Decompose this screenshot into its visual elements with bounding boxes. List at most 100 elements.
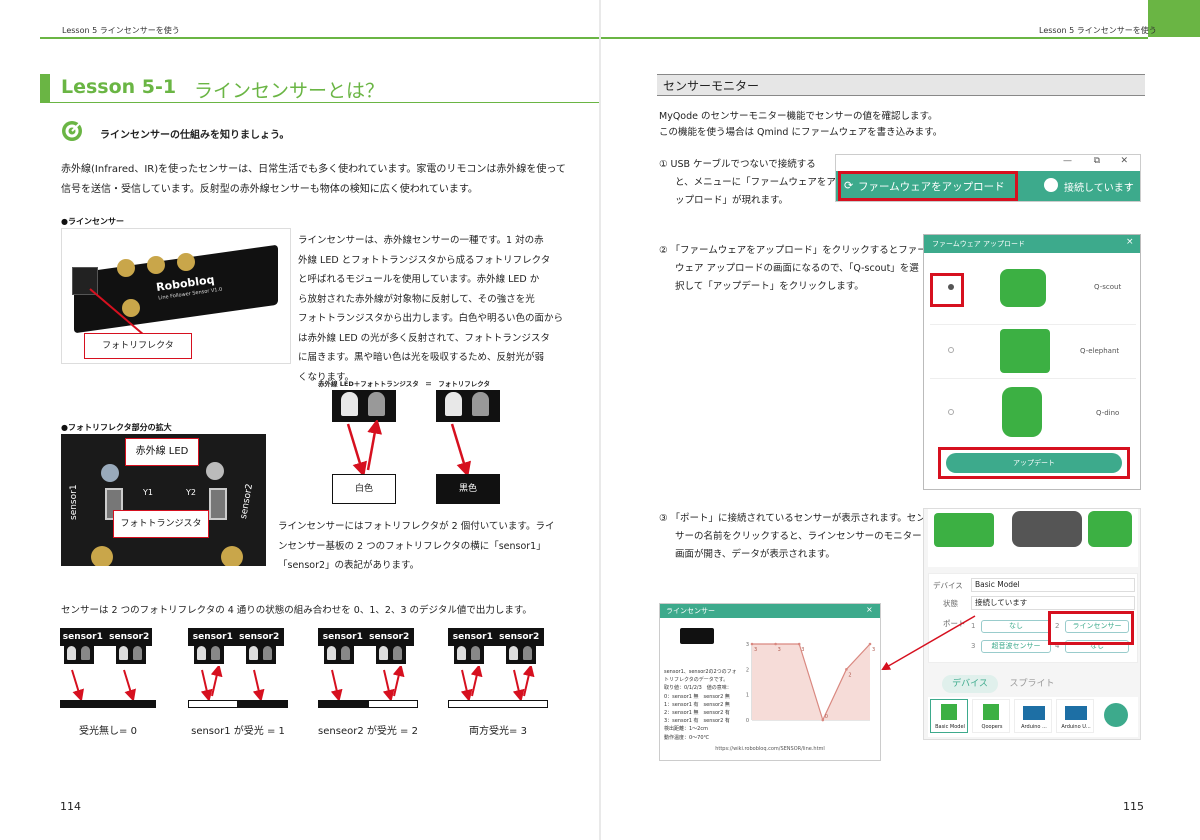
state-label: 状態: [943, 599, 958, 608]
radio[interactable]: [948, 347, 954, 353]
device-card[interactable]: Arduino ...: [1014, 699, 1052, 733]
toolbar: ⟳ ファームウェアをアップロード 接続しています ⌄: [836, 171, 1140, 201]
minimize-icon[interactable]: —: [1063, 156, 1072, 166]
sensor1-label: sensor1: [452, 632, 493, 642]
model-option-q-scout[interactable]: Q-scout: [930, 253, 1136, 325]
desc2-line: ンセンサー基板の 2 つのフォトリフレクタの横に「sensor1」: [278, 540, 546, 552]
phototransistor: [368, 392, 385, 416]
header-rule: [601, 37, 1148, 39]
port-2-line-sensor[interactable]: ラインセンサー: [1065, 620, 1129, 633]
port-1[interactable]: なし: [981, 620, 1051, 633]
state-label: 両方受光= 3: [469, 726, 527, 737]
pad-2: [147, 256, 165, 274]
port-2-number: 2: [1055, 622, 1060, 630]
refresh-icon: ⟳: [844, 179, 854, 192]
step-3-text: ③ 「ポート」に接続されているセンサーが表示されます。セン サーの名前をクリック…: [659, 510, 926, 564]
pad-3: [177, 253, 195, 271]
device-panel: デバイス Basic Model 状態 接続しています ポート 1 なし 2 ラ…: [923, 508, 1141, 740]
state-arrows: [460, 666, 535, 700]
sensor-labels-desc: ラインセンサーにはフォトリフレクタが 2 個付いています。ライ ンセンサー基板の…: [278, 517, 554, 576]
data-label: 0: [825, 714, 828, 720]
highlight-upload: [838, 171, 1018, 201]
states-diagram: sensor1 sensor2 受光無し= 0 sensor1 sensor2 …: [60, 626, 560, 737]
callout-phototransistor: フォトトランジスタ: [113, 510, 209, 538]
state-sensor-labels: sensor1 sensor2: [60, 628, 152, 646]
state-label: 受光無し= 0: [79, 726, 137, 737]
add-device-icon[interactable]: [1104, 703, 1128, 727]
model-name: Q-elephant: [1080, 347, 1120, 355]
step2-line: ② 「ファームウェアをアップロード」をクリックするとファーム: [659, 245, 936, 256]
reflector-2: [116, 644, 146, 664]
reflector-2: [376, 644, 406, 664]
pad-4: [122, 299, 140, 317]
info-line: 0：sensor1 無 sensor2 無: [664, 693, 730, 700]
robot-image-q-dino: [1002, 387, 1042, 437]
device-name: Arduino U...: [1061, 724, 1091, 730]
sensor-thumbnail: [680, 628, 714, 644]
step-1-text: ① USB ケーブルでつないで接続する と、メニューに「ファームウェアをア ップ…: [659, 156, 836, 210]
upload-firmware-button[interactable]: ファームウェアをアップロード: [858, 181, 1005, 193]
black-surface: 黒色: [436, 474, 500, 504]
device-value: Basic Model: [971, 578, 1135, 592]
callout-arrow: [89, 288, 145, 336]
state-sensor-labels: sensor1 sensor2: [448, 628, 544, 646]
step3-line: サーの名前をクリックすると、ラインセンサーのモニター: [675, 531, 922, 542]
radio[interactable]: [948, 409, 954, 415]
page-number: 114: [60, 800, 81, 813]
state-arrows: [200, 666, 265, 700]
y-tick-label: 2: [746, 667, 749, 673]
tab-sprite[interactable]: スプライト: [1009, 679, 1055, 689]
plug-icon: [1044, 178, 1058, 192]
page-number: 115: [1123, 800, 1144, 813]
state-arrows: [71, 669, 136, 700]
page-115: Lesson 5 ラインセンサーを使う センサーモニター MyQode のセンサ…: [601, 0, 1200, 840]
info-line: 検出距離：1～2cm: [664, 726, 708, 733]
intro-line-2: 信号を送信・受信しています。反射型の赤外線センサーも物体の検知に広く使われていま…: [61, 184, 478, 195]
update-button[interactable]: アップデート: [946, 453, 1122, 473]
state-sensor-labels: sensor1 sensor2: [318, 628, 414, 646]
sensor2-label: sensor2: [239, 632, 280, 642]
monitor-close-icon[interactable]: ×: [866, 605, 873, 614]
data-label: 3: [754, 647, 757, 653]
data-label: 3: [778, 647, 781, 653]
zoom-photo: sensor1 sensor2 Y1 Y2 赤外線 LED フォトトランジスタ: [61, 434, 266, 566]
port-4[interactable]: なし: [1065, 640, 1129, 653]
intro-line-1: MyQode のセンサーモニター機能でセンサーの値を確認します。: [659, 111, 938, 122]
y-tick-label: 1: [746, 693, 749, 699]
maximize-icon[interactable]: ⧉: [1093, 156, 1100, 166]
reflector-2: [246, 644, 276, 664]
zoom-sensor2-label: sensor2: [239, 482, 256, 520]
info-line: トリフレクタのデータです。: [664, 677, 729, 684]
data-label: 3: [801, 647, 804, 653]
step2-line: 択して「アップデート」をクリックします。: [675, 281, 864, 292]
surface-black: [60, 700, 156, 708]
section-bar: [657, 74, 1145, 96]
step2-line: ウェア アップロードの画面になるので、「Q-scout」を選: [675, 263, 919, 274]
zoom-y1: Y1: [143, 488, 153, 497]
desc-line: ラインセンサーは、赤外線センサーの一種です。1 対の赤: [298, 235, 544, 246]
monitor-titlebar: ラインセンサー ×: [660, 604, 880, 618]
device-card[interactable]: Basic Model: [930, 699, 968, 733]
device-card[interactable]: Arduino U...: [1056, 699, 1094, 733]
intro-line-2: この機能を使う場合は Qmind にファームウェアを書き込みます。: [659, 127, 943, 138]
device-card[interactable]: Qoopers: [972, 699, 1010, 733]
dialog-close-icon[interactable]: ×: [1126, 237, 1134, 247]
port-3[interactable]: 超音波センサー: [981, 640, 1051, 653]
chevron-down-icon[interactable]: ⌄: [1126, 179, 1134, 189]
desc-line: フォトトランジスタから出力します。白色や明るい色の面から: [298, 313, 564, 324]
close-icon[interactable]: ✕: [1120, 156, 1128, 166]
model-option-q-elephant[interactable]: Q-elephant: [930, 325, 1136, 379]
zoom-y2: Y2: [186, 488, 196, 497]
model-option-q-dino[interactable]: Q-dino: [930, 379, 1136, 441]
tab-device[interactable]: デバイス: [942, 675, 998, 693]
radio-selected[interactable]: [948, 284, 954, 290]
highlight-radio: [930, 273, 964, 307]
connection-status[interactable]: 接続しています: [1064, 183, 1134, 194]
lesson-number: Lesson 5-1: [61, 76, 177, 98]
step3-line: 画面が開き、データが表示されます。: [675, 549, 835, 560]
info-line: 取り値：0/1/2/3 値の意味：: [664, 685, 732, 692]
monitor-url[interactable]: https://wiki.robobloq.com/SENSOR/line.ht…: [715, 746, 825, 752]
desc-line: くなります。: [298, 371, 355, 383]
port-1-number: 1: [971, 622, 976, 630]
desc2-line: ラインセンサーにはフォトリフレクタが 2 個付いています。ライ: [278, 521, 555, 532]
